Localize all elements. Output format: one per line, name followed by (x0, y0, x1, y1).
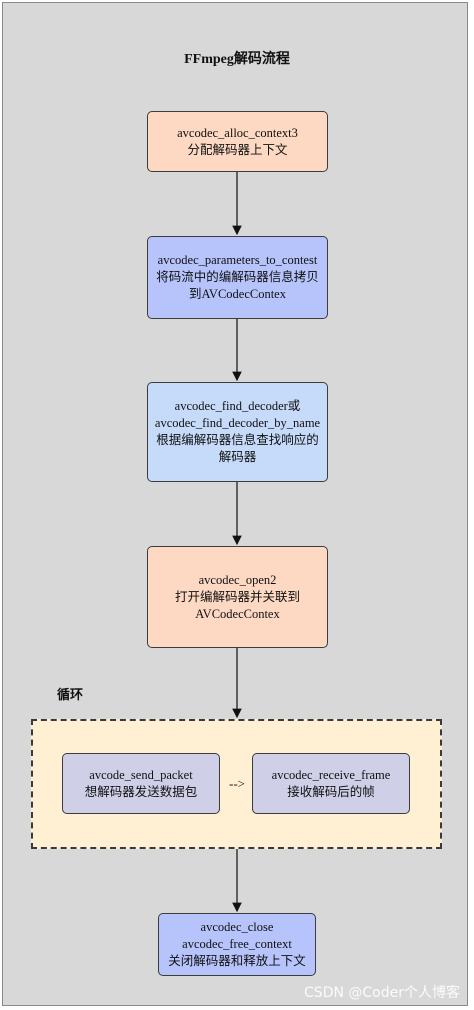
node-line: avcodec_parameters_to_contest (157, 253, 318, 267)
node-line: 到AVCodecContex (189, 287, 286, 301)
node-line: avcodec_find_decoder或 (174, 399, 301, 413)
loop-inner-arrow: --> (229, 776, 245, 791)
node-open: avcodec_open2 打开编解码器并关联到 AVCodecContex (147, 546, 328, 648)
node-line: avcodec_free_context (182, 937, 292, 951)
node-line: avcodec_find_decoder_by_name (154, 416, 321, 430)
watermark: CSDN @Coder个人博客 (304, 985, 460, 1001)
node-parameters-to-context: avcodec_parameters_to_contest 将码流中的编解码器信… (147, 236, 328, 319)
node-line: 将码流中的编解码器信息拷贝 (156, 270, 319, 284)
node-line: avcodec_open2 (198, 572, 277, 587)
node-line: 接收解码后的帧 (287, 784, 375, 799)
node-close: avcodec_close avcodec_free_context 关闭解码器… (158, 913, 316, 976)
node-line: avcodec_receive_frame (271, 767, 391, 782)
node-alloc-context: avcodec_alloc_context3 分配解码器上下文 (147, 111, 328, 172)
node-line: avcode_send_packet (89, 767, 193, 782)
diagram-title: FFmpeg解码流程 (184, 52, 290, 67)
node-find-decoder: avcodec_find_decoder或 avcodec_find_decod… (147, 382, 328, 482)
loop-label: 循环 (57, 687, 84, 702)
node-line: 想解码器发送数据包 (84, 784, 198, 799)
node-line: 关闭解码器和释放上下文 (168, 954, 306, 968)
node-line: 分配解码器上下文 (187, 142, 288, 157)
node-line: 打开编解码器并关联到 (174, 589, 300, 604)
node-receive-frame: avcodec_receive_frame 接收解码后的帧 (252, 753, 410, 814)
node-line: 解码器 (218, 450, 257, 464)
node-line: avcodec_alloc_context3 (177, 125, 298, 140)
node-line: AVCodecContex (195, 606, 280, 621)
node-line: 根据编解码器信息查找响应的 (156, 433, 319, 447)
node-line: avcodec_close (200, 920, 274, 934)
node-send-packet: avcode_send_packet 想解码器发送数据包 (62, 753, 220, 814)
